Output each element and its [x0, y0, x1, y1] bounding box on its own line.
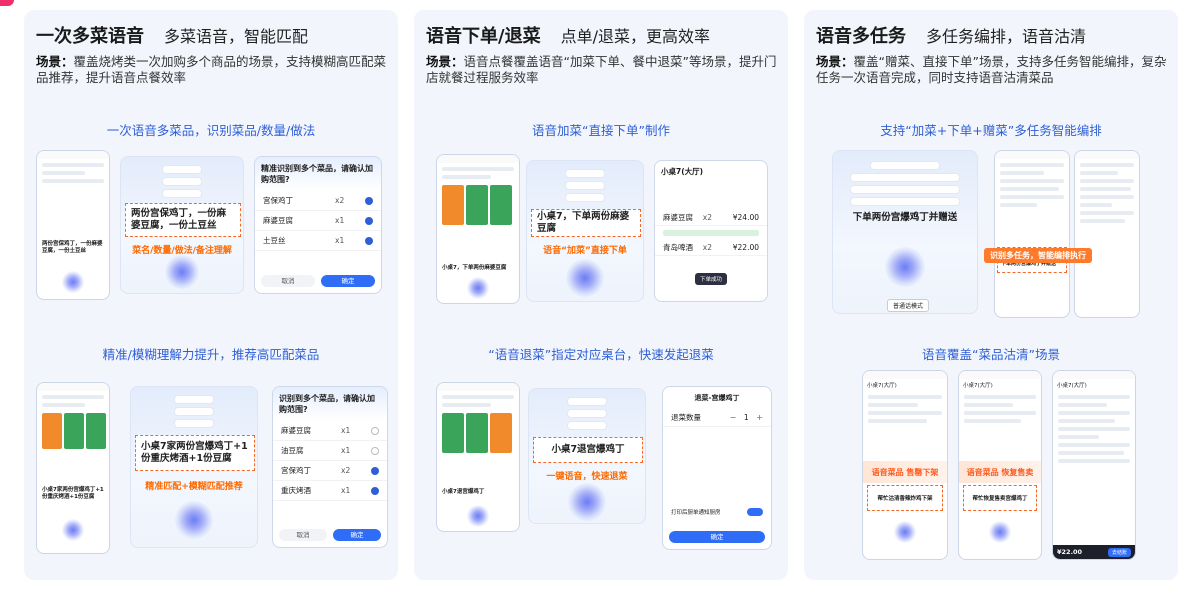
plus-icon[interactable]: + [756, 413, 763, 422]
soldout-tag: 语音菜品 售罄下架 [871, 468, 939, 477]
phone-screenshot: 小桌7，下单两份麻婆豆腐 [436, 154, 520, 304]
dialog-title: 精准识别到多个菜品，请确认加购范围? [255, 157, 381, 191]
voice-orb-icon [568, 483, 606, 521]
voice-orb-icon [885, 247, 925, 287]
voice-tagline: 一键语音，快速退菜 [546, 472, 628, 482]
check-icon [365, 236, 373, 245]
voice-bubble: 两份宫保鸡丁，一份麻婆豆腐，一份土豆丝 [125, 203, 241, 237]
checkout-button[interactable]: 去结账 [1107, 547, 1131, 557]
voice-orb-icon [566, 259, 604, 297]
order-table-title: 小桌7(大厅) [661, 167, 704, 176]
panel-title: 一次多菜语音多菜语音，智能匹配 [36, 26, 309, 47]
confirm-button[interactable]: 确定 [321, 275, 375, 287]
panel-multi-dish: 一次多菜语音多菜语音，智能匹配 场景：覆盖烧烤类一次加购多个商品的场景，支持模糊… [24, 10, 398, 580]
check-icon [371, 466, 379, 475]
phone-screenshot: 小桌7(大厅) 语音菜品 售罄下架 帮忙沽清香辣炸鸡下架 [862, 370, 948, 560]
phone-screenshot: 小桌7家两份宫爆鸡丁+1份重庆烤酒+1份豆腐 [36, 382, 110, 554]
brand-corner-mark [0, 0, 14, 6]
mandarin-mode-button[interactable]: 普通话模式 [887, 299, 930, 312]
cancel-button[interactable]: 取消 [261, 275, 315, 287]
phone-screenshot: 小桌7(大厅) ¥22.00 去结账 [1052, 370, 1136, 560]
check-icon [371, 426, 379, 435]
voice-orb-icon [467, 505, 489, 527]
phone-screenshot: 小桌7(大厅) 语音菜品 恢复售卖 帮忙恢复售卖宫爆鸡丁 [958, 370, 1042, 560]
refund-title: 退菜-宫爆鸡丁 [694, 394, 740, 402]
voice-orb-icon [989, 521, 1011, 543]
confirm-button[interactable]: 确定 [333, 529, 381, 541]
phone-screenshot: 小桌7退宫爆鸡丁 [436, 382, 520, 532]
panel-multi-task: 语音多任务多任务编排，语音沽清 场景：覆盖“赠菜、直接下单”场景，支持多任务智能… [804, 10, 1178, 580]
phone-screenshot: 下单两份宫爆鸡丁并赠送 [994, 150, 1070, 318]
print-toggle-row: 打印后厨单通知厨房 [663, 505, 771, 519]
section-heading: 支持“加菜+下单+赠菜”多任务智能编排 [880, 123, 1102, 138]
checkout-bar: ¥22.00 去结账 [1053, 545, 1135, 559]
panel-title: 语音多任务多任务编排，语音沽清 [816, 26, 1087, 47]
voice-orb-icon [467, 277, 489, 299]
voice-orb-icon [62, 271, 84, 293]
refund-dialog: 退菜-宫爆鸡丁 退菜数量−1+ 打印后厨单通知厨房 确定 [662, 386, 772, 550]
panel-description: 场景：覆盖烧烤类一次加购多个商品的场景，支持模糊高匹配菜品推荐，提升语音点餐效率 [36, 54, 387, 85]
voice-bubble: 帮忙恢复售卖宫爆鸡丁 [963, 485, 1037, 511]
cancel-button[interactable]: 取消 [279, 529, 327, 541]
phone-screenshot [1074, 150, 1140, 318]
voice-bubble: 小桌7，下单两份麻婆豆腐 [531, 209, 641, 237]
voice-bubble: 小桌7家两份宫爆鸡丁+1份重庆烤酒+1份豆腐 [135, 435, 255, 471]
voice-tagline: 菜名/数量/做法/备注理解 [132, 246, 232, 256]
check-icon [371, 446, 379, 455]
section-heading: 语音加菜“直接下单”制作 [532, 123, 670, 138]
voice-input-card: 小桌7，下单两份麻婆豆腐 语音“加菜”直接下单 [526, 160, 644, 302]
panel-subtitle: 多任务编排，语音沽清 [926, 27, 1087, 46]
total-amount: ¥22.00 [1057, 548, 1083, 556]
confirm-button[interactable]: 确定 [669, 531, 765, 543]
voice-orb-icon [165, 255, 199, 289]
voice-tagline: 语音“加菜”直接下单 [543, 246, 627, 256]
voice-input-card: 下单两份宫爆鸡丁并赠送 普通话模式 [832, 150, 978, 314]
voice-orb-icon [175, 501, 213, 539]
voice-bubble: 小桌7退宫爆鸡丁 [533, 437, 643, 463]
voice-tagline: 精准匹配+模糊匹配推荐 [145, 482, 243, 492]
phone-screenshot: 两份宫保鸡丁，一份麻婆豆腐，一份土豆丝 [36, 150, 110, 300]
panel-subtitle: 多菜语音，智能匹配 [164, 27, 309, 46]
voice-input-card: 小桌7退宫爆鸡丁 一键语音，快速退菜 [528, 388, 646, 524]
check-icon [365, 196, 373, 205]
dialog-title: 识别到多个菜品，请确认加购范围? [273, 387, 387, 421]
section-heading: 精准/模糊理解力提升，推荐高匹配菜品 [102, 347, 320, 362]
panel-title: 语音下单/退菜点单/退菜，更高效率 [426, 26, 710, 47]
refund-qty-row: 退菜数量−1+ [663, 409, 771, 427]
panel-description: 场景：语音点餐覆盖语音“加菜下单、餐中退菜”等场景，提升门店就餐过程服务效率 [426, 54, 777, 85]
voice-orb-icon [894, 521, 916, 543]
success-toast: 下单成功 [695, 273, 728, 285]
panel-order-refund: 语音下单/退菜点单/退菜，更高效率 场景：语音点餐覆盖语音“加菜下单、餐中退菜”… [414, 10, 788, 580]
restore-tag: 语音菜品 恢复售卖 [966, 468, 1034, 477]
voice-text: 下单两份宫爆鸡丁并赠送 [852, 212, 958, 223]
minus-icon[interactable]: − [729, 413, 737, 422]
section-heading: 语音覆盖“菜品沽清”场景 [922, 347, 1060, 362]
voice-input-card: 小桌7家两份宫爆鸡丁+1份重庆烤酒+1份豆腐 精准匹配+模糊匹配推荐 [130, 386, 258, 548]
section-heading: 一次语音多菜品，识别菜品/数量/做法 [106, 123, 316, 138]
check-icon [371, 486, 379, 495]
voice-orb-icon [62, 519, 84, 541]
check-icon [365, 216, 373, 225]
panel-description: 场景：覆盖“赠菜、直接下单”场景，支持多任务智能编排，复杂任务一次语音完成，同时… [816, 54, 1167, 85]
panel-subtitle: 点单/退菜，更高效率 [560, 27, 710, 46]
section-heading: “语音退菜”指定对应桌台，快速发起退菜 [488, 347, 714, 362]
voice-bubble: 帮忙沽清香辣炸鸡下架 [867, 485, 943, 511]
voice-input-card: 两份宫保鸡丁，一份麻婆豆腐，一份土豆丝 菜名/数量/做法/备注理解 [120, 156, 244, 294]
multi-task-badge: 识别多任务，智能编排执行 [984, 248, 1092, 263]
print-toggle[interactable] [747, 508, 763, 516]
